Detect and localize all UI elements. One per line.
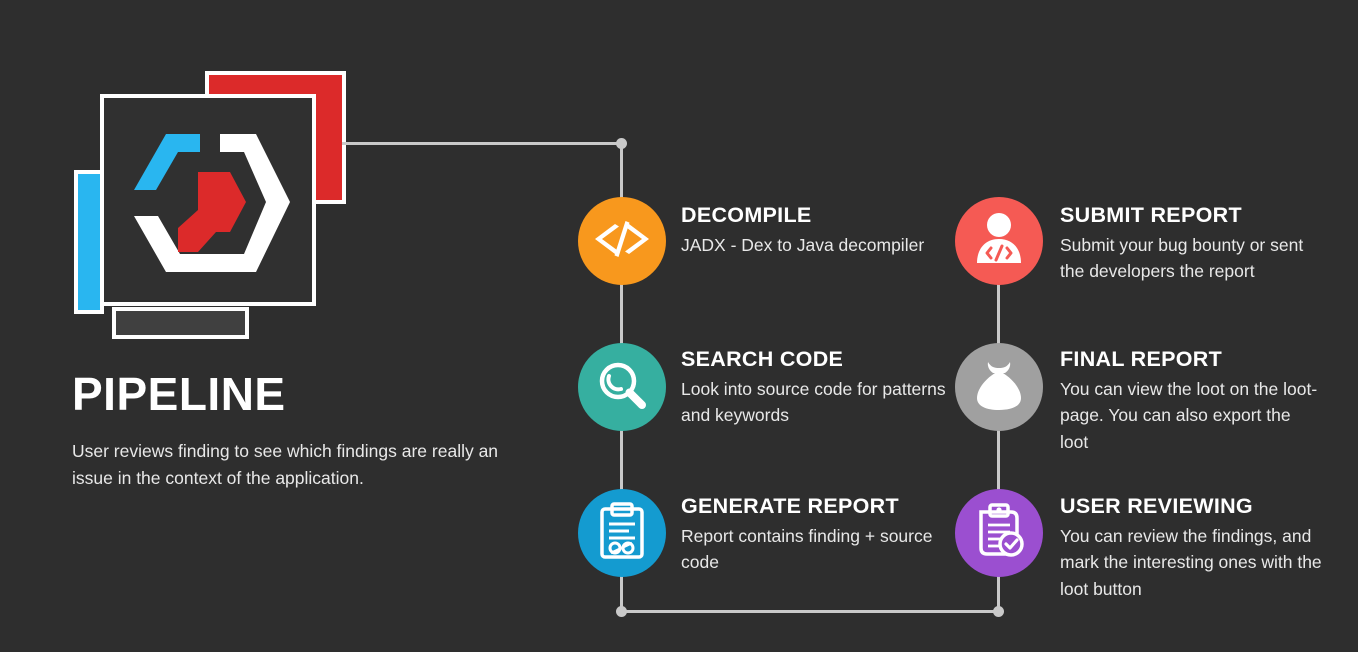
- step-submit-report-title: SUBMIT REPORT: [1060, 203, 1242, 227]
- step-search-code-description: Look into source code for patterns and k…: [681, 379, 946, 426]
- connector-logo-to-decompile: [342, 142, 624, 145]
- connector-bottom-horizontal: [620, 610, 1001, 613]
- connector-node-top-right: [616, 138, 627, 149]
- step-user-reviewing-badge: [955, 489, 1043, 577]
- connector-search-to-generate: [620, 428, 623, 492]
- step-decompile-title: DECOMPILE: [681, 203, 812, 227]
- code-brackets-icon: [593, 219, 651, 264]
- step-decompile-text: DECOMPILE JADX - Dex to Java decompiler: [681, 203, 953, 258]
- page-description: User reviews finding to see which findin…: [72, 441, 499, 489]
- step-search-code-badge: [578, 343, 666, 431]
- person-code-icon: [971, 211, 1027, 272]
- magnifier-icon: [595, 358, 649, 417]
- connector-node-bottom-left: [616, 606, 627, 617]
- step-generate-report-description: Report contains finding + source code: [681, 526, 933, 573]
- step-decompile-description: JADX - Dex to Java decompiler: [681, 235, 925, 255]
- step-final-report-title: FINAL REPORT: [1060, 347, 1223, 371]
- connector-node-bottom-right: [993, 606, 1004, 617]
- logo-accent-square-gray: [112, 307, 249, 339]
- step-submit-report-description: Submit your bug bounty or sent the devel…: [1060, 235, 1304, 282]
- step-user-reviewing-description: You can review the findings, and mark th…: [1060, 526, 1322, 599]
- page-title: PIPELINE: [72, 368, 286, 420]
- step-generate-report-title: GENERATE REPORT: [681, 494, 899, 518]
- connector-final-to-user-reviewing: [997, 428, 1000, 492]
- step-final-report-badge: [955, 343, 1043, 431]
- money-bag-icon: [974, 358, 1024, 417]
- step-final-report-text: FINAL REPORT You can view the loot on th…: [1060, 347, 1322, 455]
- logo-cluster: [0, 0, 420, 360]
- step-final-report-description: You can view the loot on the loot-page. …: [1060, 379, 1318, 452]
- step-submit-report-badge: [955, 197, 1043, 285]
- connector-vertical-left-top: [620, 142, 623, 200]
- step-search-code-title: SEARCH CODE: [681, 347, 844, 371]
- clipboard-lines-icon: [597, 501, 647, 565]
- connector-submit-to-final: [997, 282, 1000, 346]
- step-user-reviewing-title: USER REVIEWING: [1060, 494, 1253, 518]
- step-user-reviewing-text: USER REVIEWING You can review the findin…: [1060, 494, 1322, 602]
- clipboard-check-icon: [973, 502, 1025, 565]
- connector-bottom-to-user-reviewing: [997, 574, 1000, 612]
- step-decompile-badge: [578, 197, 666, 285]
- step-search-code-text: SEARCH CODE Look into source code for pa…: [681, 347, 953, 429]
- connector-decompile-to-search: [620, 282, 623, 346]
- step-generate-report-badge: [578, 489, 666, 577]
- connector-generate-to-bottom: [620, 574, 623, 612]
- step-submit-report-text: SUBMIT REPORT Submit your bug bounty or …: [1060, 203, 1322, 285]
- step-generate-report-text: GENERATE REPORT Report contains finding …: [681, 494, 953, 576]
- app-logo-hexagon-icon: [120, 124, 300, 284]
